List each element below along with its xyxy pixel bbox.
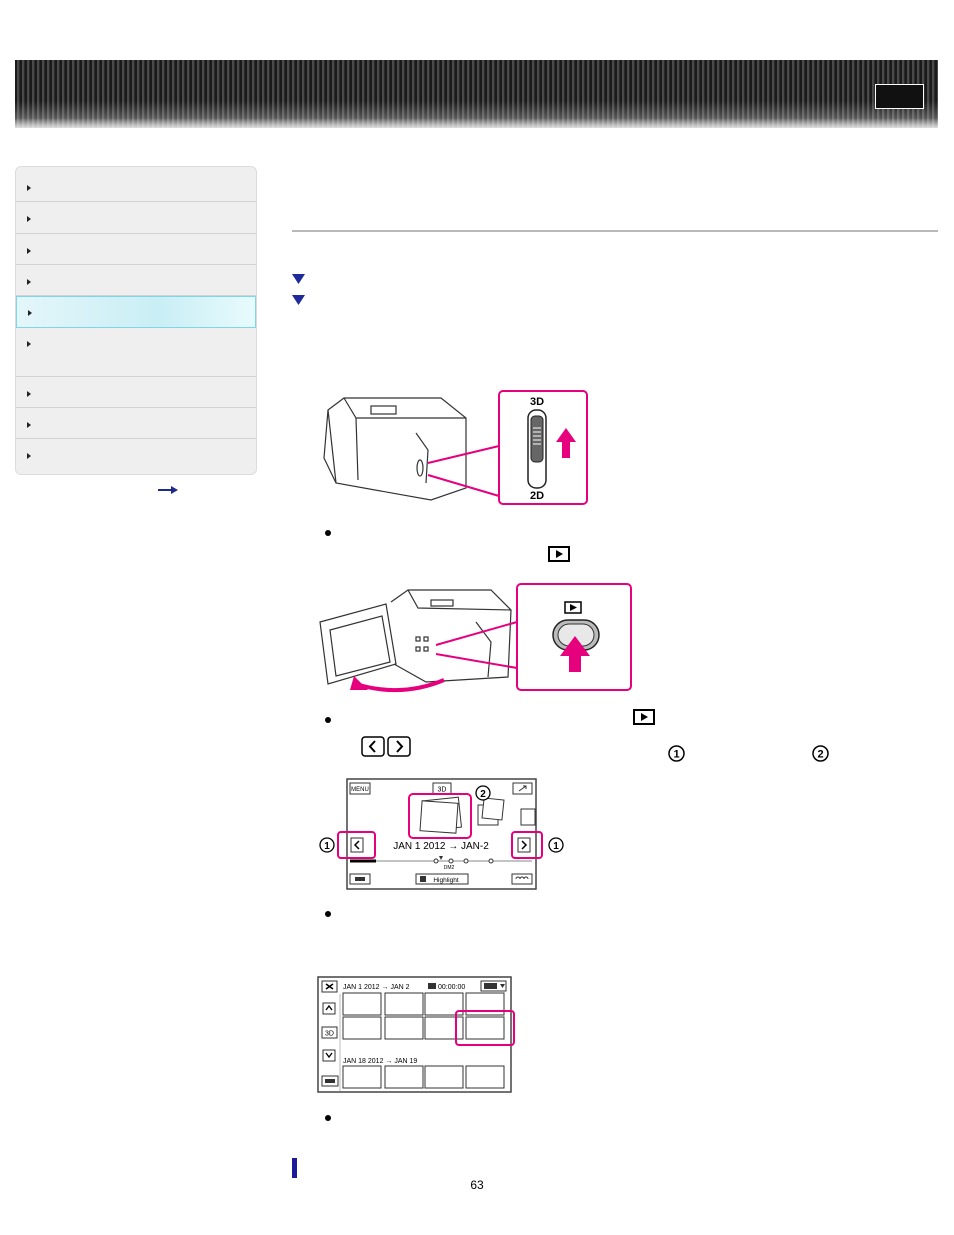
callout-1-right-label: 1 bbox=[553, 841, 559, 852]
sidebar-item-5-active[interactable] bbox=[16, 296, 256, 328]
previous-event-button-icon bbox=[361, 736, 385, 757]
top-button[interactable] bbox=[875, 84, 924, 109]
switch-2d-label: 2D bbox=[530, 490, 544, 502]
chevron-right-icon bbox=[27, 216, 31, 222]
index-range-2: JAN 18 2012 → JAN 19 bbox=[343, 1058, 417, 1065]
jump-link-triangle-icon[interactable] bbox=[292, 274, 305, 284]
chevron-right-icon bbox=[27, 341, 31, 347]
chevron-right-icon bbox=[27, 185, 31, 191]
menu-button-label: MENU bbox=[351, 787, 369, 793]
bullet bbox=[325, 530, 331, 536]
arrow-right-icon[interactable] bbox=[157, 485, 179, 495]
index-mode-3d-label: 3D bbox=[325, 1031, 334, 1038]
title-divider bbox=[292, 230, 938, 232]
chevron-right-icon bbox=[27, 391, 31, 397]
page-number: 63 bbox=[470, 1178, 484, 1192]
sidebar-item-3[interactable] bbox=[16, 234, 256, 265]
next-event-button-icon bbox=[387, 736, 411, 757]
callout-1-left-label: 1 bbox=[324, 841, 330, 852]
camcorder-3d-switch-illustration: 3D 2D bbox=[323, 390, 588, 505]
sidebar-item-1[interactable] bbox=[16, 167, 256, 202]
index-range-1: JAN 1 2012 → JAN 2 bbox=[343, 984, 410, 991]
playback-button-icon bbox=[548, 546, 570, 562]
sidebar-item-4[interactable] bbox=[16, 265, 256, 296]
event-view-screen-illustration: MENU 3D 2 1 1 JAN 1 2012 → JAN-2 DM2 Hig… bbox=[319, 778, 564, 890]
bullet bbox=[325, 717, 331, 723]
svg-text:1: 1 bbox=[673, 749, 679, 761]
sidebar-nav bbox=[15, 166, 257, 475]
section-marker bbox=[292, 1158, 297, 1178]
bullet bbox=[325, 1115, 331, 1121]
svg-text:2: 2 bbox=[817, 749, 823, 761]
mode-3d-label: 3D bbox=[438, 787, 447, 794]
chevron-right-icon bbox=[27, 422, 31, 428]
event-date-range: JAN 1 2012 → JAN-2 bbox=[393, 841, 489, 852]
circled-number-1-icon: 1 bbox=[668, 745, 685, 762]
chevron-right-icon bbox=[27, 453, 31, 459]
camcorder-playback-button-illustration bbox=[319, 583, 632, 693]
circled-number-2-icon: 2 bbox=[812, 745, 829, 762]
sidebar-item-6[interactable] bbox=[16, 328, 256, 377]
index-counter: 00:00:00 bbox=[438, 984, 465, 991]
chevron-right-icon bbox=[27, 279, 31, 285]
bar-label: DM2 bbox=[444, 865, 455, 871]
highlight-button-label: Highlight bbox=[433, 877, 458, 884]
switch-3d-label: 3D bbox=[530, 396, 544, 408]
chevron-right-icon bbox=[28, 310, 32, 316]
sidebar-item-7[interactable] bbox=[16, 377, 256, 408]
jump-link-triangle-icon[interactable] bbox=[292, 295, 305, 305]
index-view-screen-illustration: JAN 1 2012 → JAN 2 00:00:00 JAN 18 2012 … bbox=[317, 976, 515, 1093]
chevron-right-icon bbox=[27, 248, 31, 254]
callout-2-label: 2 bbox=[480, 789, 486, 800]
sidebar-item-8[interactable] bbox=[16, 408, 256, 439]
bullet bbox=[325, 911, 331, 917]
sidebar-item-2[interactable] bbox=[16, 202, 256, 234]
header-banner bbox=[15, 60, 938, 128]
sidebar-item-9[interactable] bbox=[16, 439, 256, 474]
playback-button-icon bbox=[633, 709, 655, 725]
